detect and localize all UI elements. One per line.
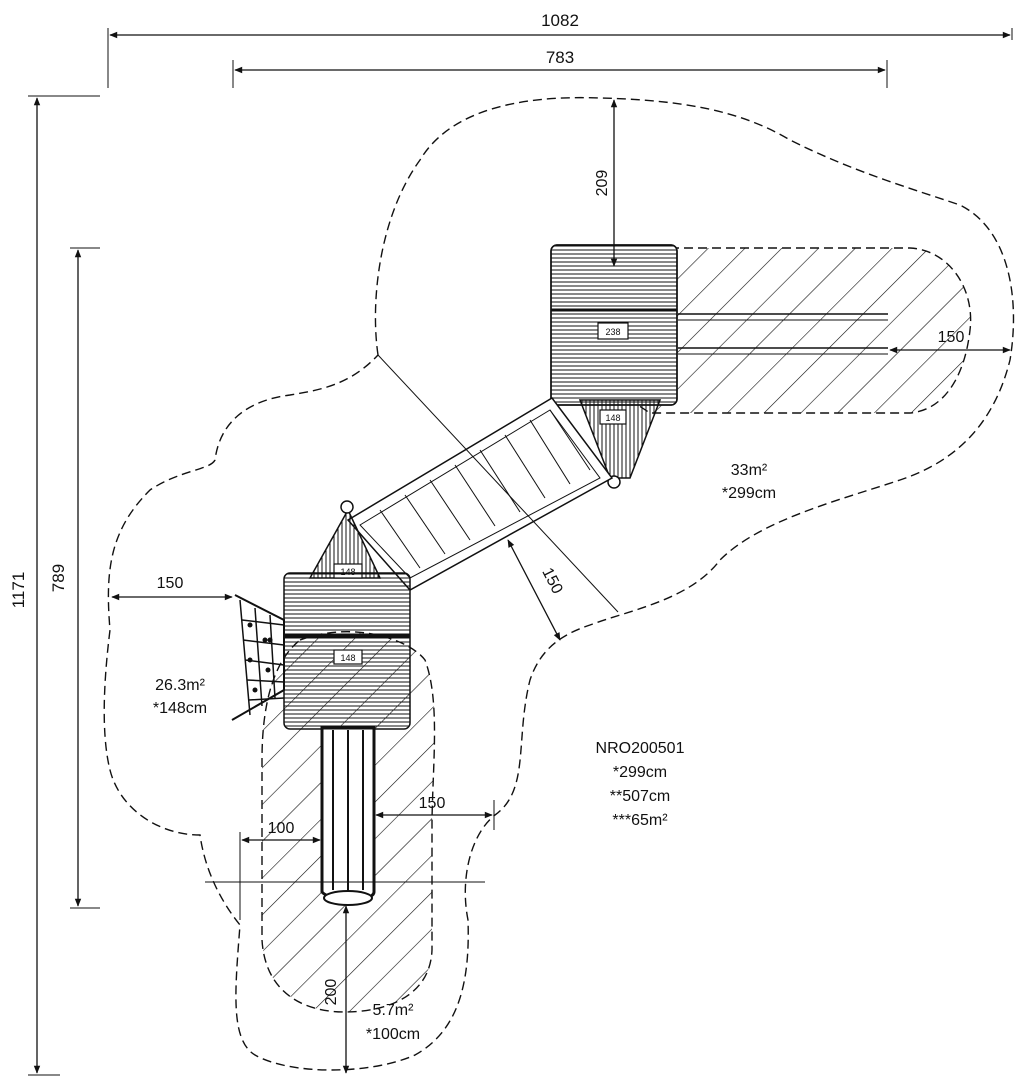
upper-stair-tag: 148 — [605, 413, 620, 423]
left-area-label: 26.3m² — [155, 677, 205, 694]
bridge — [346, 354, 619, 613]
dim-slide-right-clearance: 150 — [419, 795, 446, 812]
left-height-label: *148cm — [153, 700, 207, 717]
dim-slide-bottom-clearance: 200 — [323, 979, 340, 1006]
dim-overall-width: 1082 — [541, 11, 579, 30]
dim-right-clearance: 150 — [938, 329, 965, 346]
slide — [205, 726, 485, 906]
dim-inner-height: 789 — [49, 564, 68, 592]
product-height-2: **507cm — [610, 788, 670, 805]
dim-inner-width: 783 — [546, 48, 574, 67]
dim-bridge-clearance: 150 — [538, 565, 565, 597]
left-deck-tag: 148 — [340, 653, 355, 663]
dim-top-clearance: 209 — [594, 170, 611, 197]
upper-deck-tag: 238 — [605, 327, 620, 337]
slide-height-label: *100cm — [366, 1026, 420, 1043]
safety-zone-outline — [103, 96, 1015, 1071]
product-height: *299cm — [613, 764, 667, 781]
upper-deck: 238 148 — [550, 244, 678, 489]
left-deck: 148 148 — [283, 500, 411, 730]
upper-slide-zone — [588, 247, 972, 414]
slide-area-label: 5.7m² — [373, 1002, 415, 1019]
product-area: ***65m² — [612, 812, 668, 829]
dim-overall-height: 1171 — [9, 572, 28, 609]
upper-area-label: 33m² — [731, 462, 768, 479]
left-stair-tag: 148 — [340, 567, 355, 577]
upper-height-label: *299cm — [722, 485, 776, 502]
climbing-net — [231, 594, 285, 721]
product-code: NRO200501 — [596, 740, 685, 757]
dim-slide-left-clearance: 100 — [268, 820, 295, 837]
dim-left-clearance: 150 — [157, 575, 184, 592]
